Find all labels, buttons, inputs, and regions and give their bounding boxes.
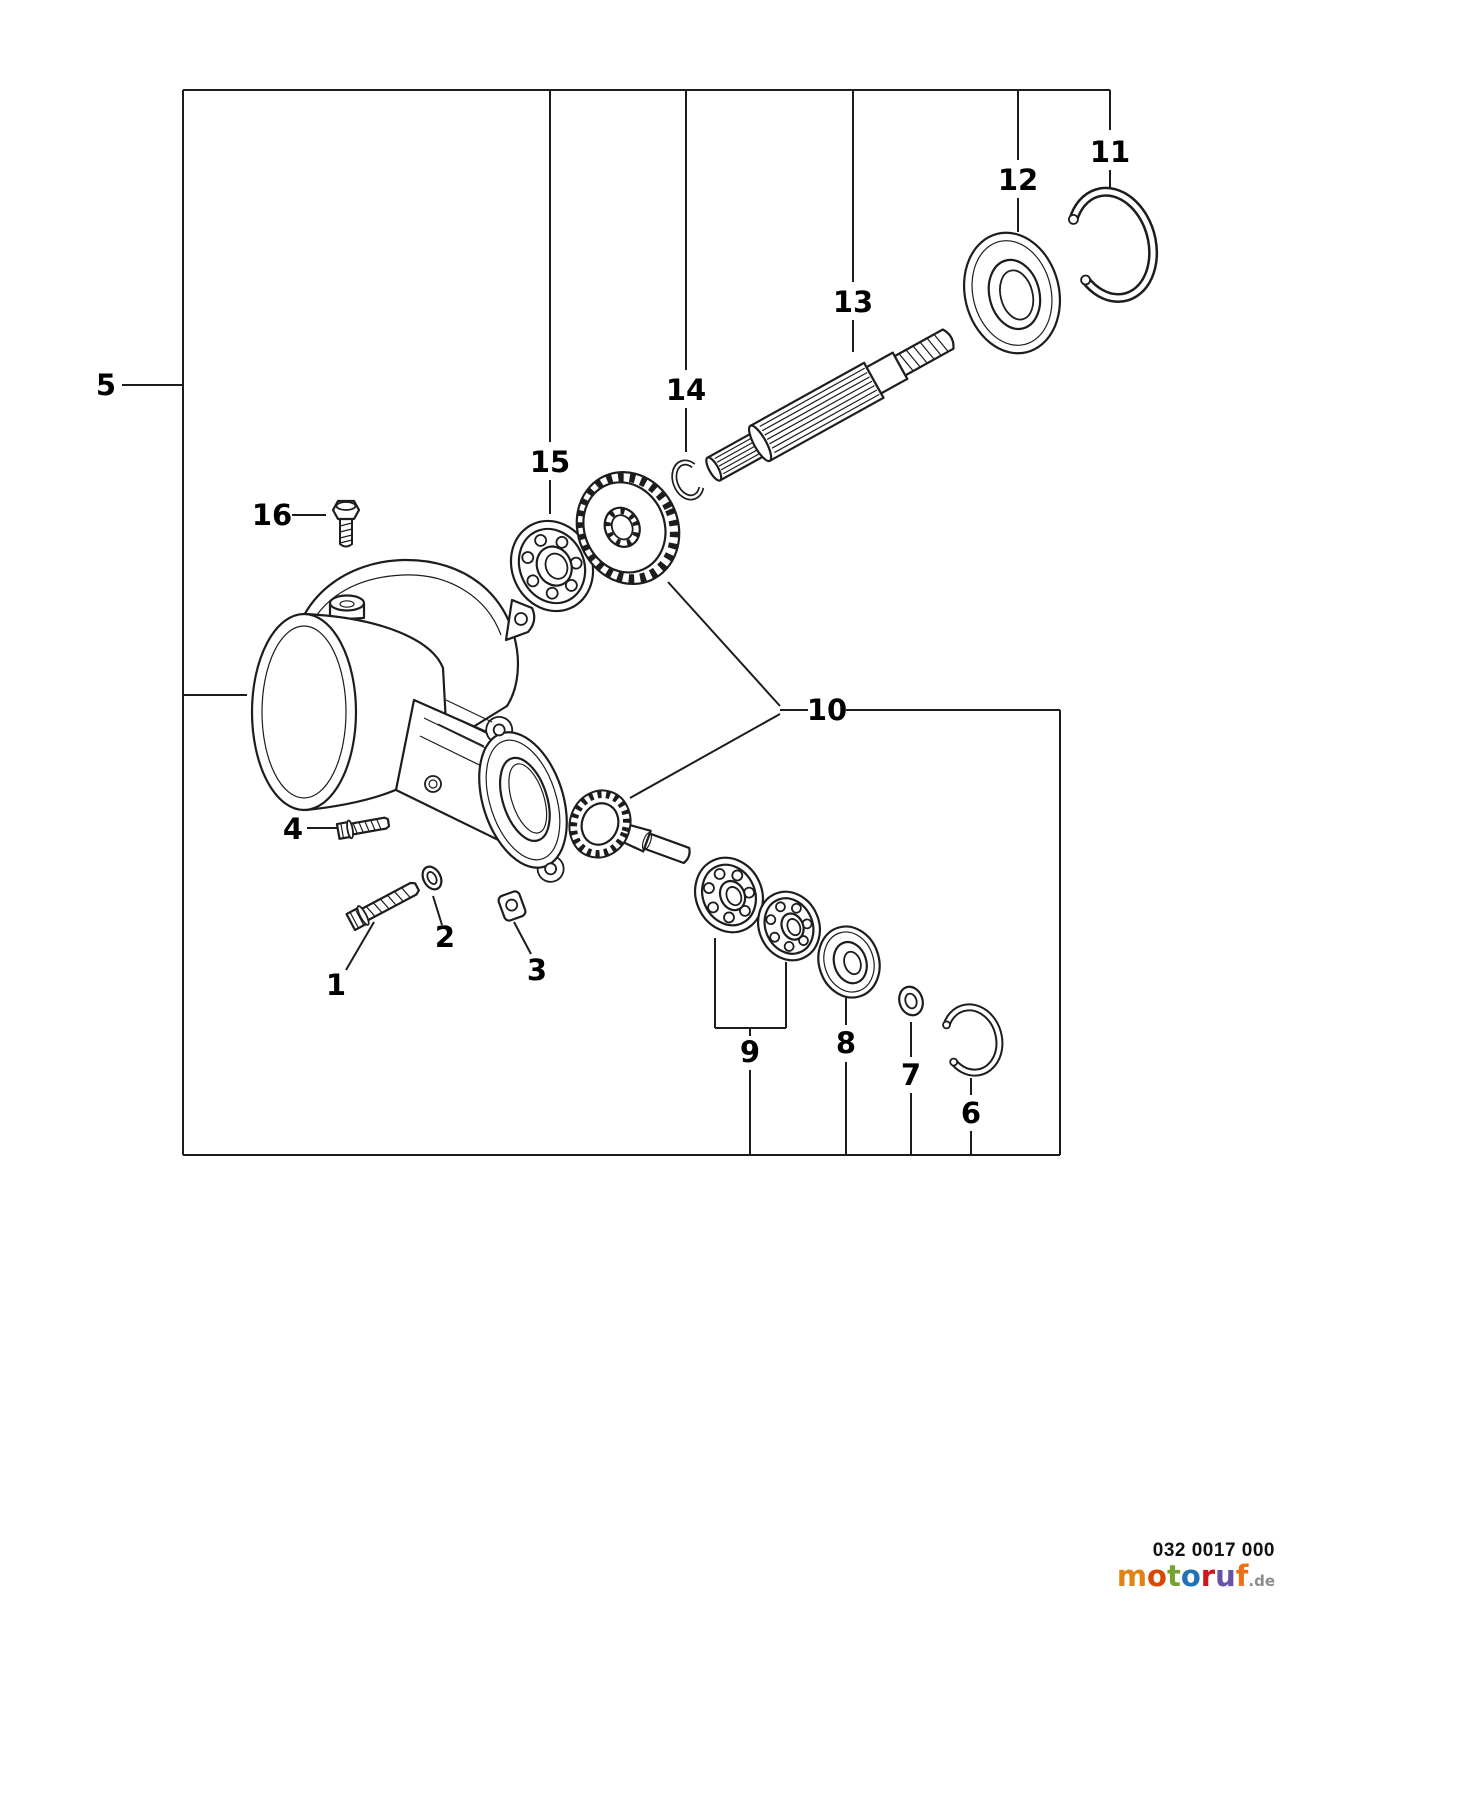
ball-bearing-15 <box>509 519 595 613</box>
callout-7: 7 <box>901 1058 921 1092</box>
leader-lines-left <box>307 827 532 971</box>
lock-washer-7 <box>898 985 924 1017</box>
callout-8: 8 <box>836 1026 856 1060</box>
flange-bolt-4 <box>335 816 391 840</box>
logo-letter: t <box>1166 1559 1181 1593</box>
leader-lines-group10 <box>629 581 1061 1155</box>
ball-bearing-12 <box>962 231 1062 355</box>
clip-plate-3 <box>497 890 527 922</box>
ball-bearing-9a <box>694 856 764 934</box>
document-number: 032 0017 000 <box>1152 1540 1275 1561</box>
retaining-ring-14 <box>671 459 705 501</box>
diagram-frame <box>182 89 1110 1156</box>
logo-letter: o <box>1180 1559 1201 1593</box>
logo-letter: r <box>1200 1559 1216 1593</box>
callout-5: 5 <box>96 368 116 402</box>
gear-case-housing <box>250 558 568 883</box>
logo-letter: u <box>1215 1559 1236 1593</box>
motoruf-logo: motoruf.de <box>1095 1562 1275 1591</box>
callout-10: 10 <box>807 693 847 727</box>
logo-letter: f <box>1235 1559 1249 1593</box>
callout-9: 9 <box>740 1035 760 1069</box>
logo-letter: m <box>1116 1559 1148 1593</box>
plug-hole <box>339 600 355 608</box>
callout-12: 12 <box>998 163 1038 197</box>
callout-1: 1 <box>326 968 346 1002</box>
washer-2 <box>421 865 443 891</box>
snap-ring-11 <box>1068 186 1159 303</box>
bevel-pinion <box>568 789 691 865</box>
callout-4: 4 <box>283 812 303 846</box>
housing-screw <box>424 775 442 793</box>
footer-watermark: 032 0017 000 motoruf.de <box>1095 1541 1275 1591</box>
leader-lines-top <box>122 90 1111 696</box>
main-shaft-13 <box>705 328 955 482</box>
callout-15: 15 <box>530 445 570 479</box>
callout-6: 6 <box>961 1096 981 1130</box>
callout-labels: 1 2 3 4 5 6 7 8 9 10 11 12 13 14 15 16 <box>96 135 1130 1130</box>
hex-bolt-1 <box>345 881 420 932</box>
callout-11: 11 <box>1090 135 1130 169</box>
callout-13: 13 <box>833 285 873 319</box>
mount-tab-hole <box>514 612 528 626</box>
snap-ring-6 <box>942 1003 1004 1077</box>
callout-16: 16 <box>252 498 292 532</box>
callout-14: 14 <box>666 373 706 407</box>
callout-2: 2 <box>435 920 455 954</box>
callout-3: 3 <box>527 953 547 987</box>
logo-suffix: .de <box>1248 1572 1275 1590</box>
hex-plug-bolt-16 <box>331 499 361 548</box>
ball-bearing-9b <box>757 890 821 962</box>
bevel-gear-wheel <box>575 470 681 586</box>
logo-letter: o <box>1147 1559 1167 1593</box>
sealed-bearing-8 <box>817 925 881 999</box>
output-flange <box>478 716 568 883</box>
leader-lines-bottom <box>714 938 972 1155</box>
